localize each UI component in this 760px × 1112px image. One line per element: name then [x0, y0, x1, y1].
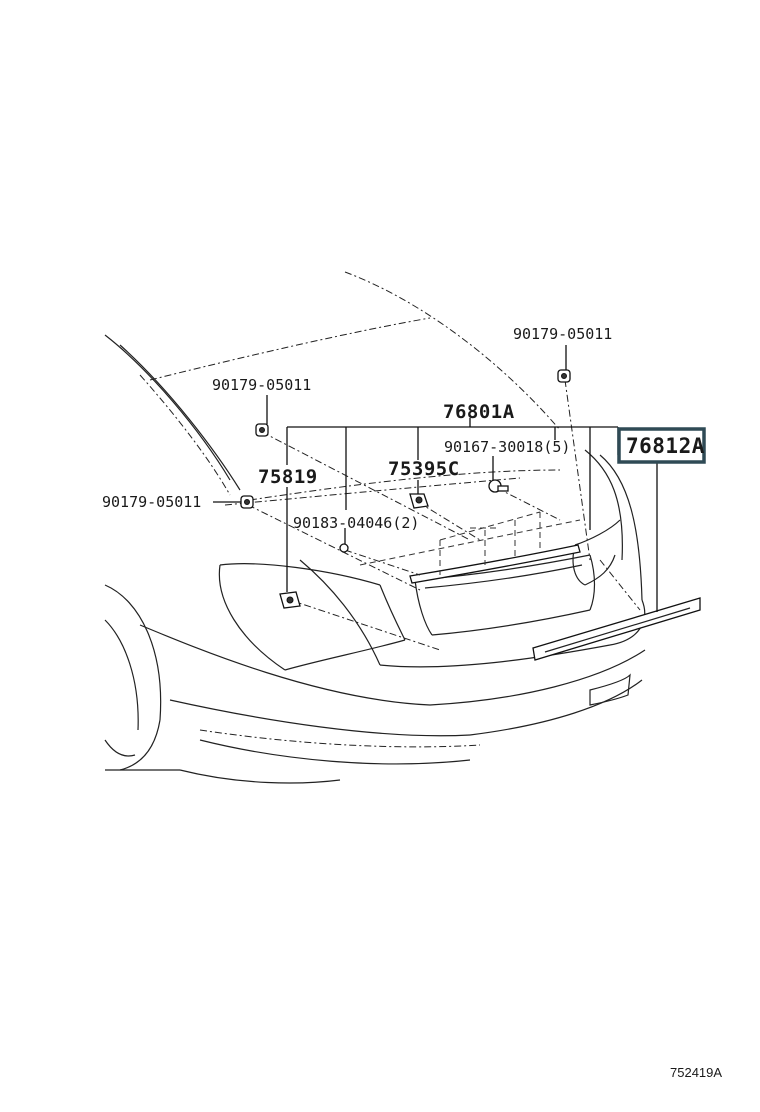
fastener-emblem-75819[interactable]	[279, 591, 301, 609]
callout-spoiler-highlight[interactable]: 76812A	[617, 427, 706, 464]
callout-clip-upper-right: 90179-05011	[513, 325, 612, 343]
callout-emblem-75819: 75819	[258, 466, 318, 488]
fastener-bolt[interactable]	[488, 479, 509, 493]
callout-bolt-group: 90167-30018(5)	[444, 438, 570, 456]
callout-clip-upper-left: 90179-05011	[212, 376, 311, 394]
fastener-emblem-75395c[interactable]	[409, 493, 429, 509]
fastener-clip-upper-right[interactable]	[557, 369, 571, 383]
callout-spoiler-76812a: 76812A	[626, 434, 705, 458]
callout-clip-left: 90179-05011	[102, 493, 201, 511]
fastener-clip-upper-left[interactable]	[255, 423, 269, 437]
car-body-outline	[104, 271, 701, 784]
callout-nut-group: 90183-04046(2)	[293, 514, 419, 532]
assembly-lines	[247, 379, 641, 651]
callout-garnish-assembly: 76801A	[443, 401, 515, 423]
reference-code: 752419A	[670, 1065, 722, 1080]
fastener-nut[interactable]	[339, 543, 349, 553]
fastener-clip-left[interactable]	[240, 495, 254, 509]
callout-emblem-75395c: 75395C	[388, 458, 460, 480]
